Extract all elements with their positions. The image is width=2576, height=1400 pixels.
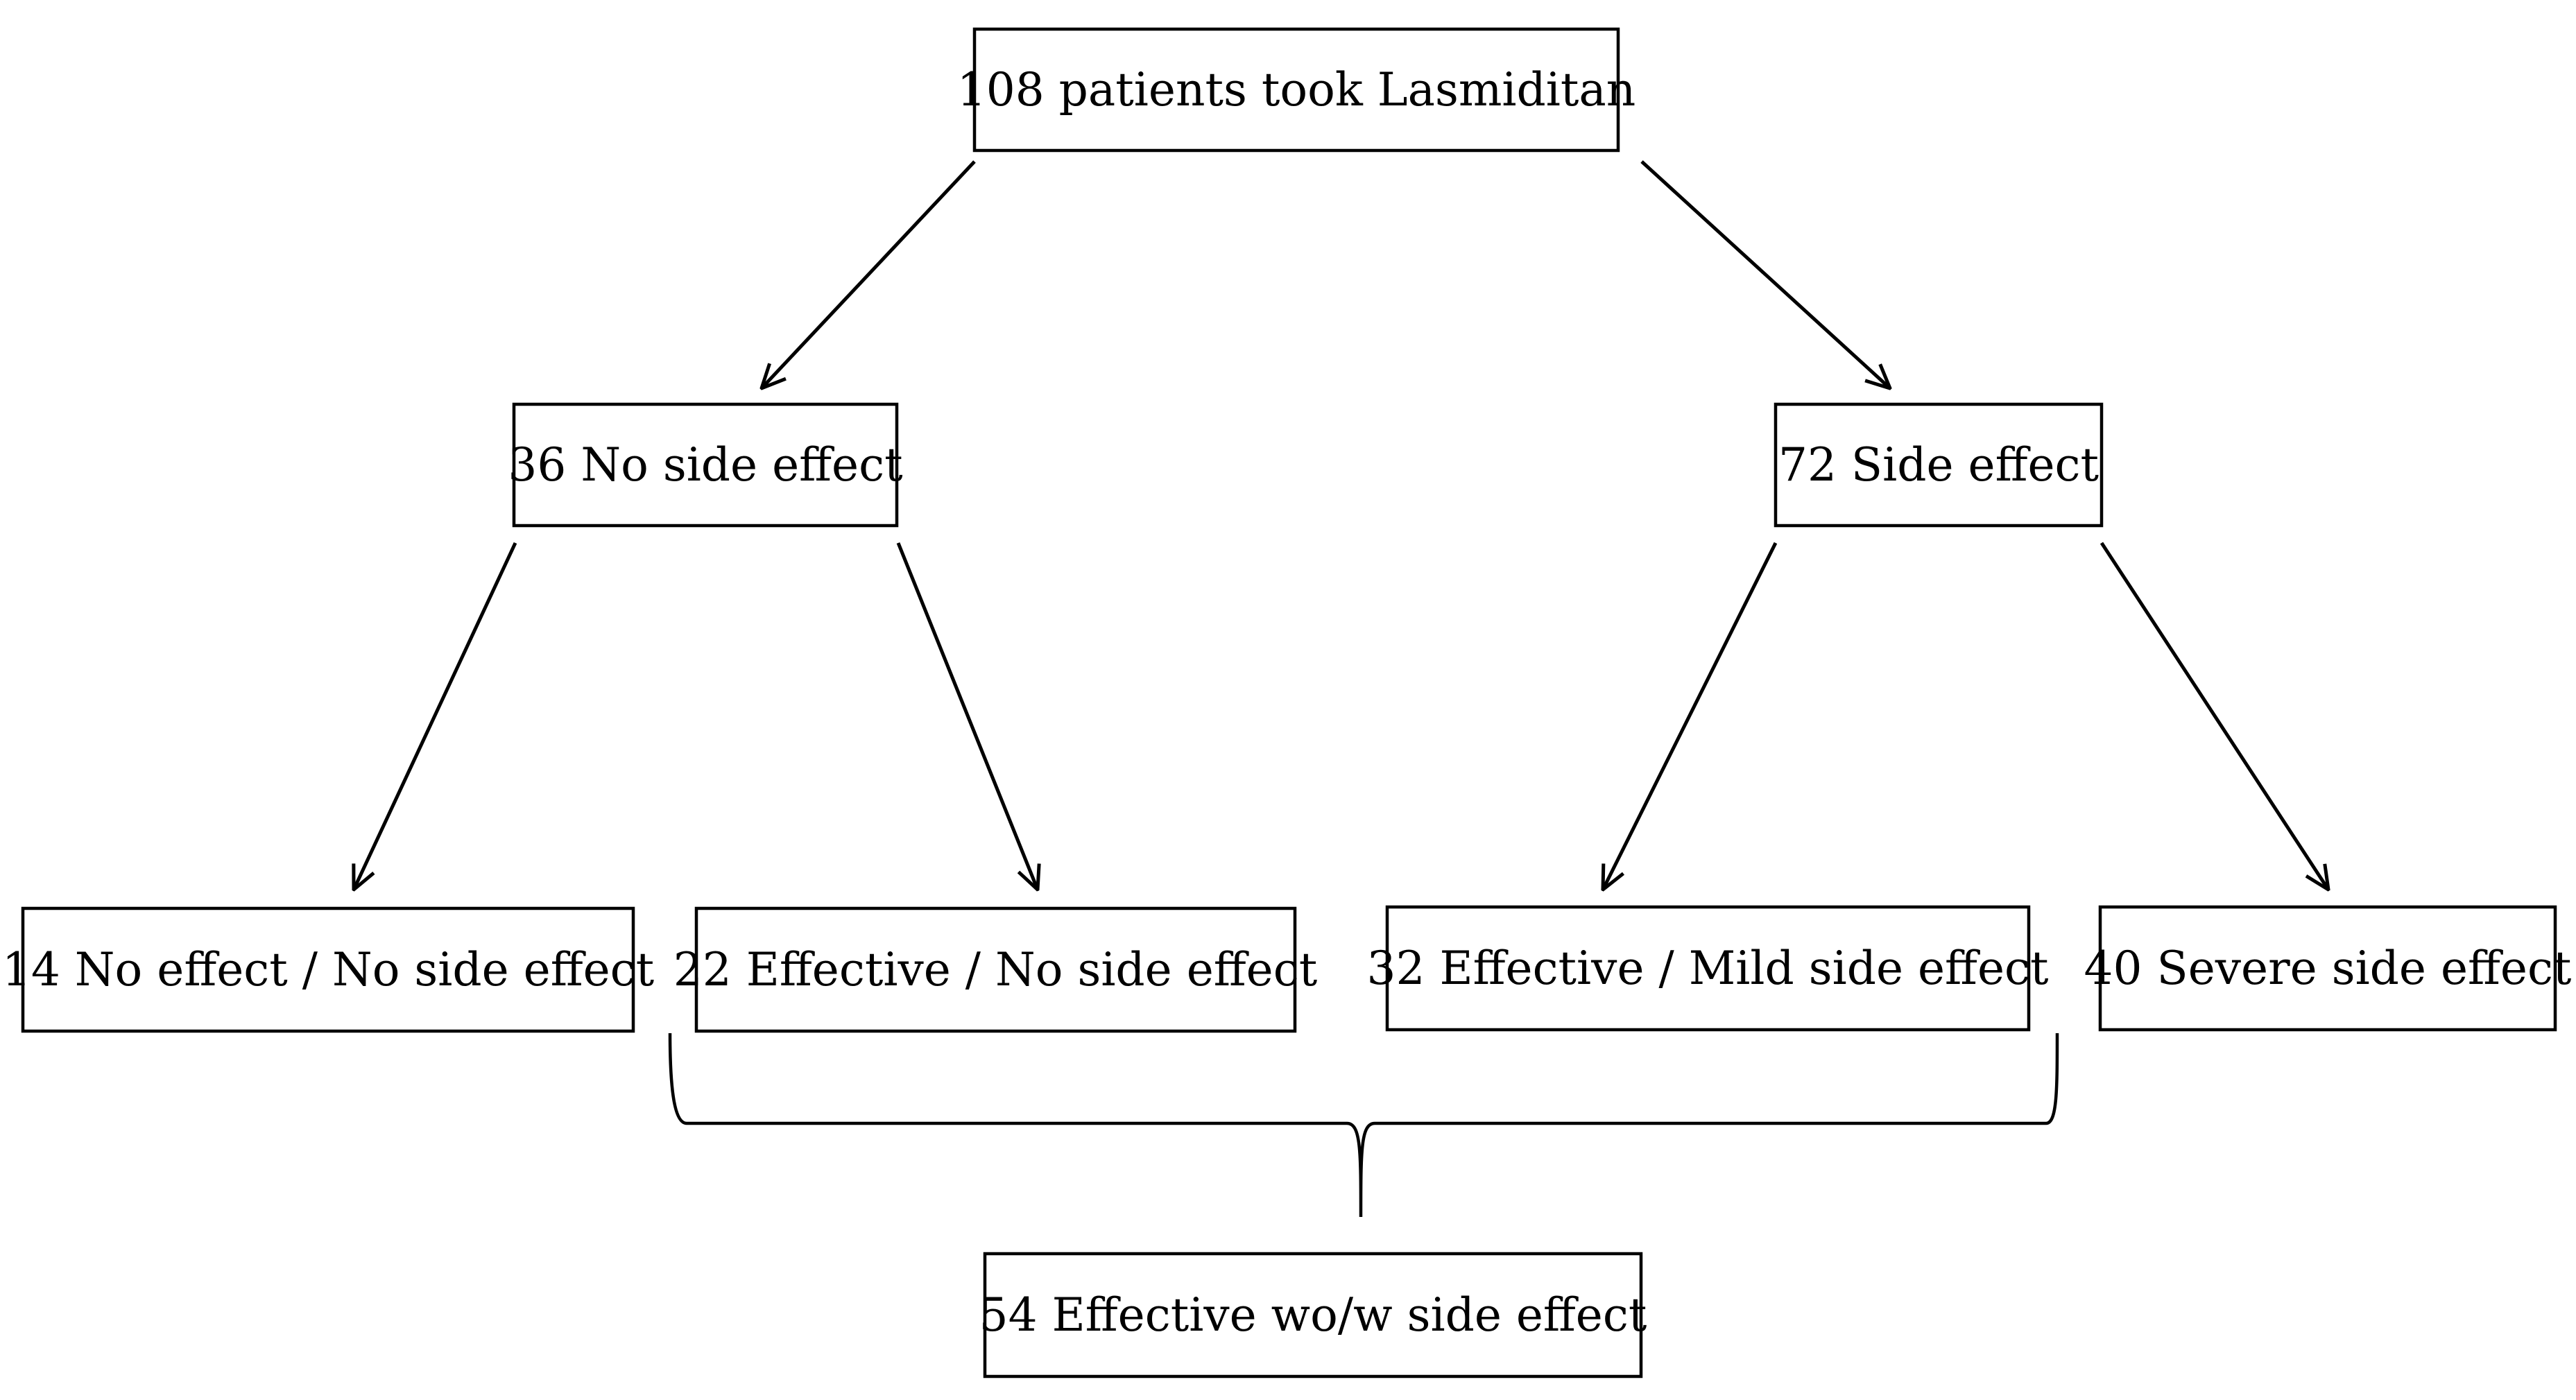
- node-no-effect-no-side-effect: 14 No effect / No side effect: [2, 906, 654, 1033]
- node-severe-side-effect-label: 40 Severe side effect: [2084, 942, 2572, 995]
- node-no-side-effect-label: 36 No side effect: [508, 438, 902, 492]
- node-no-side-effect: 36 No side effect: [508, 402, 903, 528]
- node-root-label: 108 patients took Lasmiditan: [957, 63, 1636, 116]
- node-side-effect-label: 72 Side effect: [1778, 438, 2099, 492]
- grouping-brace: [668, 1032, 2059, 1218]
- node-effective-mild-side-effect: 32 Effective / Mild side effect: [1366, 905, 2049, 1032]
- node-severe-side-effect: 40 Severe side effect: [2084, 905, 2572, 1032]
- node-no-effect-no-side-effect-label: 14 No effect / No side effect: [2, 943, 654, 996]
- arrow-side-to-mild: [1603, 542, 1778, 890]
- node-effective-no-side-effect-label: 22 Effective / No side effect: [673, 943, 1317, 996]
- arrow-side-to-severe: [2100, 542, 2328, 890]
- arrow-no-side-to-no-effect: [354, 542, 517, 890]
- node-effective-no-side-effect: 22 Effective / No side effect: [673, 906, 1317, 1033]
- node-effective-total-label: 54 Effective wo/w side effect: [979, 1288, 1647, 1342]
- arrow-no-side-to-effective: [896, 542, 1038, 890]
- node-effective-mild-side-effect-label: 32 Effective / Mild side effect: [1366, 942, 2048, 995]
- node-root: 108 patients took Lasmiditan: [957, 27, 1636, 153]
- node-side-effect: 72 Side effect: [1774, 402, 2104, 528]
- node-effective-total: 54 Effective wo/w side effect: [979, 1252, 1647, 1379]
- arrow-root-to-no-side-effect: [762, 160, 976, 388]
- arrow-root-to-side-effect: [1640, 160, 1890, 388]
